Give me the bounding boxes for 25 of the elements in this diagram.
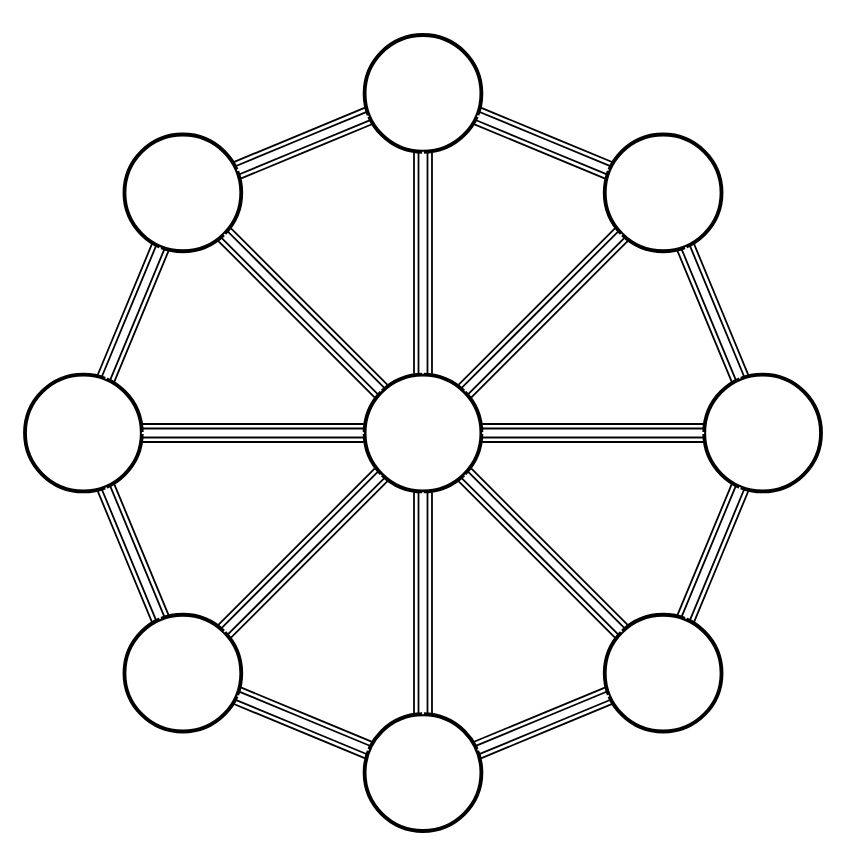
connector	[96, 482, 170, 623]
node-circle	[122, 131, 244, 253]
connector	[140, 422, 365, 442]
connector	[413, 149, 433, 374]
connector	[676, 241, 750, 382]
connector	[473, 685, 614, 759]
connector	[676, 481, 750, 622]
node-circle	[23, 371, 144, 493]
node-circle	[362, 711, 484, 832]
connector	[216, 466, 389, 639]
node-circle	[602, 131, 724, 253]
node-circle	[702, 371, 823, 493]
connector	[96, 242, 170, 383]
connector	[232, 105, 373, 179]
connector	[233, 685, 374, 759]
connector	[457, 466, 630, 639]
node-circle	[122, 611, 244, 733]
connector	[472, 105, 613, 179]
node-circle	[362, 32, 484, 153]
connector	[216, 225, 389, 398]
node-circle	[362, 371, 484, 493]
connector	[481, 422, 706, 442]
connector	[413, 490, 433, 715]
connector	[457, 225, 630, 398]
node-circle	[602, 611, 724, 733]
